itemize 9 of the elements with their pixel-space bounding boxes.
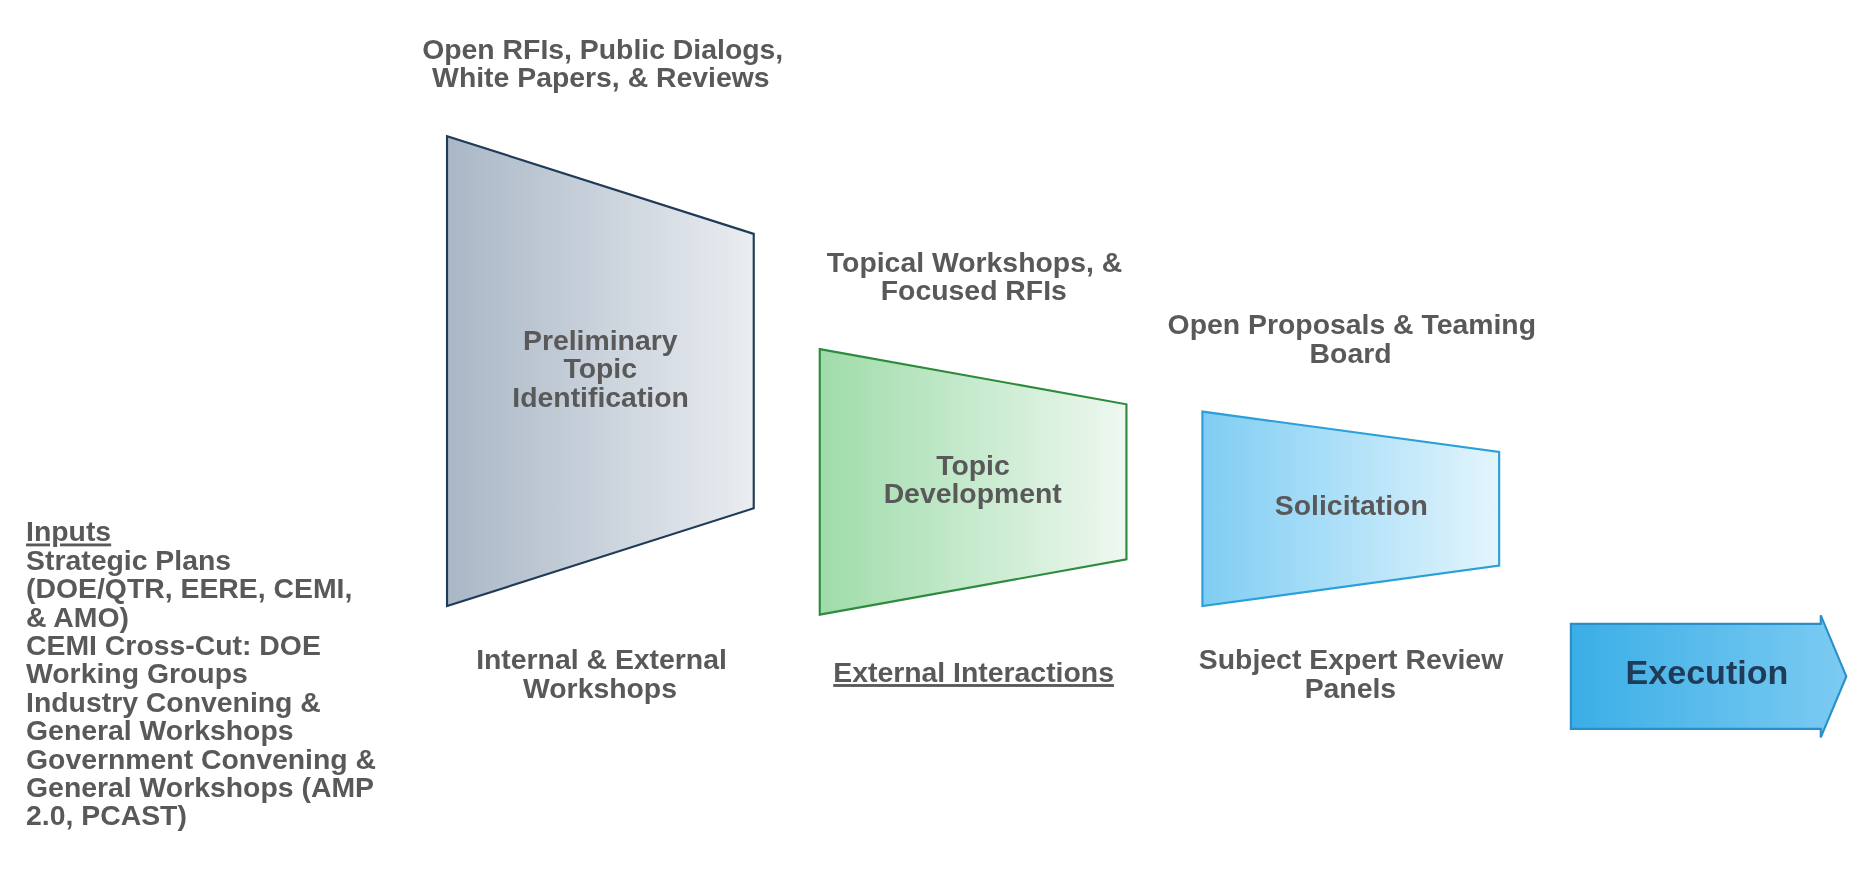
node-label: Open RFIs, Public Dialogs, White Papers, & Reviews xyxy=(421,32,783,93)
node-box: Topic Development xyxy=(818,347,1127,616)
node-label: Internal & External Workshops xyxy=(475,642,727,704)
label: External Interactions xyxy=(832,655,1114,688)
node-box: Preliminary Topic Identification xyxy=(445,134,755,608)
node-label: Subject Expert Review Panels xyxy=(1198,642,1503,704)
node-box: Solicitation xyxy=(1200,409,1500,607)
node-label: Topical Workshops, & Focused RFIs xyxy=(826,245,1122,306)
node-label: Open Proposals & Teaming Board xyxy=(1167,307,1536,369)
